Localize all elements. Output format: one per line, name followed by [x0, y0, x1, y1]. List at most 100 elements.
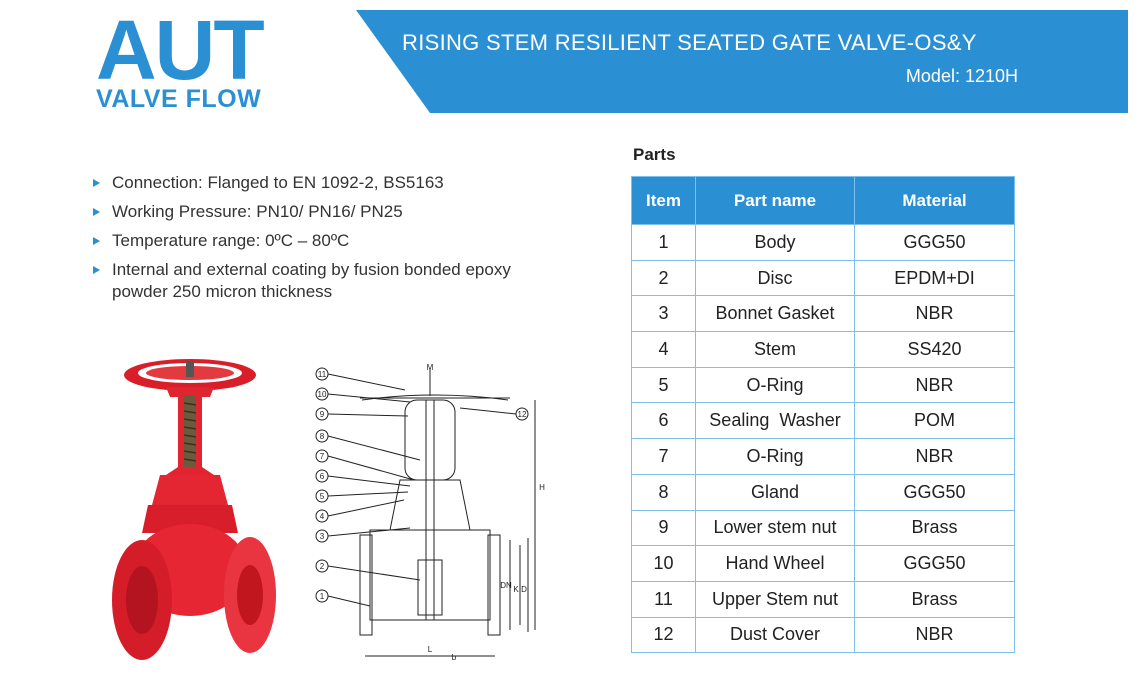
cell-material: NBR: [854, 438, 1015, 475]
cell-item: 7: [631, 438, 696, 475]
cell-item: 12: [631, 616, 696, 654]
cell-material: EPDM+DI: [854, 259, 1015, 297]
bullet-icon: [93, 266, 100, 274]
cell-material: GGG50: [854, 224, 1015, 261]
bullet-icon: [93, 237, 100, 245]
cell-item: 11: [631, 580, 696, 618]
cell-item: 8: [631, 473, 696, 511]
svg-text:9: 9: [320, 410, 325, 419]
svg-text:1: 1: [320, 592, 325, 601]
bullet-icon: [93, 179, 100, 187]
feature-item: Working Pressure: PN10/ PN16/ PN25: [93, 201, 533, 223]
cell-part-name: O-Ring: [695, 438, 855, 475]
dim-m: M: [427, 363, 434, 372]
callout-9: 9: [315, 407, 329, 421]
cell-material: GGG50: [854, 473, 1015, 511]
feature-list: Connection: Flanged to EN 1092-2, BS5163…: [93, 172, 533, 310]
svg-text:7: 7: [320, 452, 325, 461]
cell-material: NBR: [854, 366, 1015, 404]
dim-b: b: [452, 653, 457, 662]
cell-item: 6: [631, 402, 696, 440]
brand-logo: AUT VALVE FLOW: [96, 8, 296, 112]
svg-text:12: 12: [518, 410, 527, 419]
bullet-icon: [93, 208, 100, 216]
feature-item: Internal and external coating by fusion …: [93, 259, 533, 303]
logo-text: AUT: [96, 3, 265, 97]
cell-item: 5: [631, 366, 696, 404]
svg-text:10: 10: [318, 390, 327, 399]
svg-text:11: 11: [318, 370, 327, 379]
cell-material: NBR: [854, 616, 1015, 654]
cell-part-name: Disc: [695, 259, 855, 297]
feature-item: Temperature range: 0ºC – 80ºC: [93, 230, 533, 252]
model-number: Model: 1210H: [905, 66, 1018, 86]
column-header-material: Material: [854, 176, 1015, 225]
callout-10: 10: [315, 387, 329, 401]
cell-part-name: Sealing Washer: [695, 402, 855, 440]
cell-material: NBR: [854, 295, 1015, 333]
valve-photo: [112, 359, 276, 660]
callout-5: 5: [315, 489, 329, 503]
dim-h: H: [539, 483, 545, 492]
dim-d: D: [521, 585, 527, 594]
cell-item: 1: [631, 224, 696, 261]
cell-item: 3: [631, 295, 696, 333]
column-header-part-name: Part name: [695, 176, 855, 225]
logo-subtext: VALVE FLOW: [96, 85, 262, 113]
parts-heading: Parts: [633, 145, 676, 164]
callout-7: 7: [315, 449, 329, 463]
cell-material: GGG50: [854, 545, 1015, 582]
callout-3: 3: [315, 529, 329, 543]
cell-item: 2: [631, 259, 696, 297]
feature-item: Connection: Flanged to EN 1092-2, BS5163: [93, 172, 533, 194]
cell-part-name: O-Ring: [695, 366, 855, 404]
callout-8: 8: [315, 429, 329, 443]
banner-shape: [356, 10, 1128, 113]
cell-part-name: Body: [695, 224, 855, 261]
cell-material: POM: [854, 402, 1015, 440]
callout-11: 11: [315, 367, 329, 381]
section-drawing: 11 10 9 8 7 6 5 4 3 2 1 12 M H DN K D L …: [315, 363, 545, 662]
cell-item: 10: [631, 545, 696, 582]
dim-dn: DN: [500, 581, 512, 590]
callout-12: 12: [515, 407, 529, 421]
svg-text:4: 4: [320, 512, 325, 521]
header-banner: RISING STEM RESILIENT SEATED GATE VALVE-…: [0, 0, 1140, 115]
cell-part-name: Bonnet Gasket: [695, 295, 855, 333]
callout-4: 4: [315, 509, 329, 523]
cell-part-name: Upper Stem nut: [695, 580, 855, 618]
product-title: RISING STEM RESILIENT SEATED GATE VALVE-…: [402, 30, 977, 55]
cell-item: 9: [631, 509, 696, 547]
callout-1: 1: [315, 589, 329, 603]
svg-text:6: 6: [320, 472, 325, 481]
svg-text:2: 2: [320, 562, 325, 571]
cell-part-name: Hand Wheel: [695, 545, 855, 582]
cell-part-name: Dust Cover: [695, 616, 855, 654]
cell-item: 4: [631, 331, 696, 368]
table-header-row: Item Part name Material: [631, 176, 1015, 225]
column-header-item: Item: [631, 176, 696, 225]
cell-material: Brass: [854, 509, 1015, 547]
cell-material: Brass: [854, 580, 1015, 618]
svg-text:5: 5: [320, 492, 325, 501]
svg-text:3: 3: [320, 532, 325, 541]
cell-part-name: Stem: [695, 331, 855, 368]
dim-l: L: [428, 645, 433, 654]
cell-part-name: Lower stem nut: [695, 509, 855, 547]
callout-2: 2: [315, 559, 329, 573]
dim-k: K: [513, 585, 519, 594]
cell-part-name: Gland: [695, 473, 855, 511]
callout-6: 6: [315, 469, 329, 483]
